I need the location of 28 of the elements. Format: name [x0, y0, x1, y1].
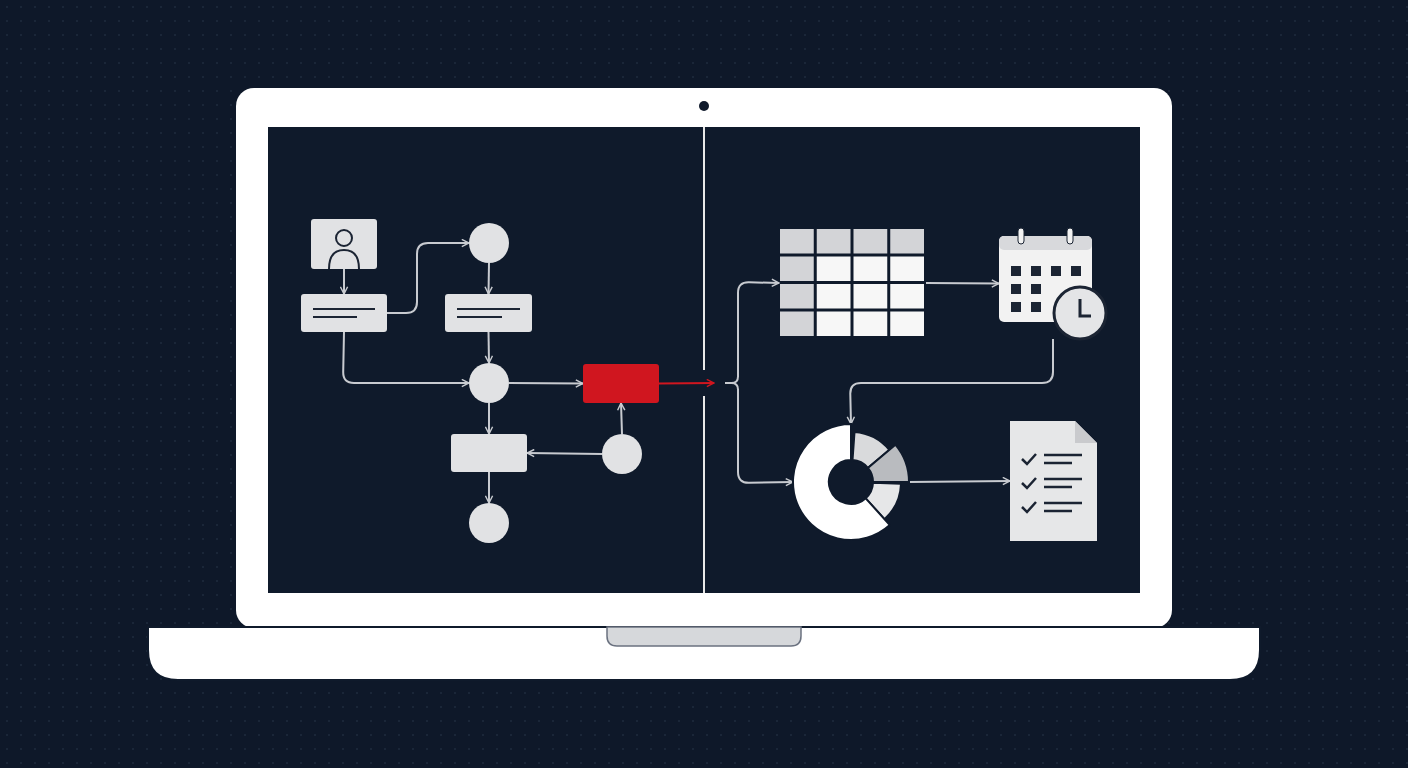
user-card [311, 219, 377, 269]
arrow [484, 471, 494, 504]
arrow [508, 379, 584, 388]
process-box [445, 294, 532, 332]
table-icon [779, 228, 926, 338]
circle-node [602, 434, 642, 474]
arrow [339, 268, 349, 295]
arrow [724, 382, 794, 487]
circle-node [469, 503, 509, 543]
circle-node [469, 363, 509, 403]
arrow [484, 262, 493, 295]
arrow [658, 378, 715, 388]
process-box [451, 434, 527, 472]
arrow [925, 279, 1000, 288]
donut-chart-icon [793, 424, 909, 540]
arrow [484, 402, 494, 435]
arrow [526, 448, 603, 458]
arrow [342, 331, 470, 388]
arrow [386, 238, 470, 314]
arrow [616, 402, 626, 435]
highlighted-box [583, 364, 659, 403]
circle-node [469, 223, 509, 263]
checklist-document-icon [1010, 421, 1097, 541]
arrow [484, 331, 494, 364]
arrow [908, 476, 1011, 486]
arrow [846, 338, 1054, 425]
process-box [301, 294, 387, 332]
calendar-icon [999, 228, 1107, 339]
